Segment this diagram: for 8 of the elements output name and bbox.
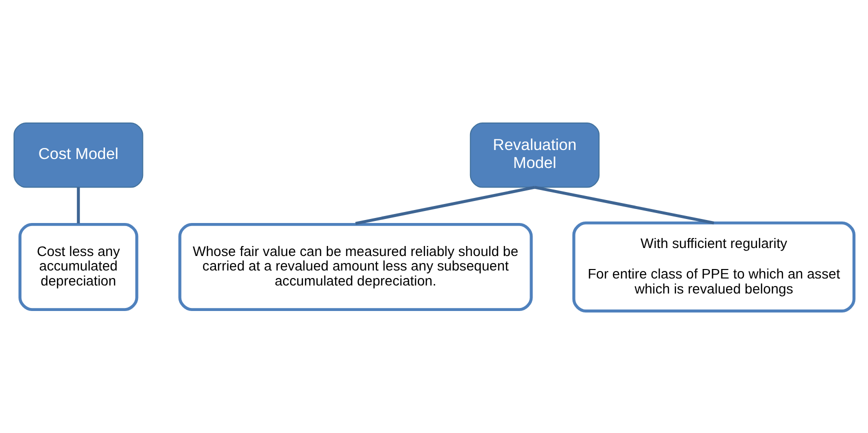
connector [76,186,80,223]
node-box: Cost less any accumulated depreciation [18,222,138,311]
connector [355,185,536,224]
node-box: Cost Model [14,122,144,188]
node-box: Revaluation Model [470,122,600,188]
node-box: With sufficient regularity For entire class of PPE to which an asset which is revalued belongs [572,220,856,312]
connector [534,185,714,224]
node-box: Whose fair value can be measured reliably should be carried at a revalued amount less any subsequent accumulated depreciation. [178,222,533,311]
